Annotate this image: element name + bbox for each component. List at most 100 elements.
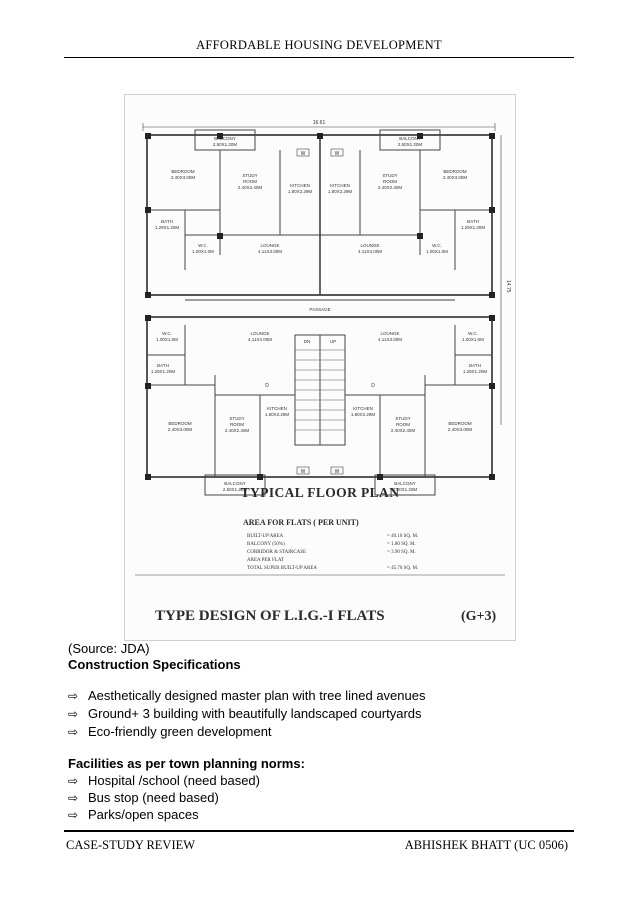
list-item: ⇨ Eco-friendly green development	[68, 724, 272, 739]
room-label: W.C.	[162, 331, 172, 336]
room-dim: 2.40X3.00M	[443, 175, 468, 180]
area-row-label: TOTAL SUPER BUILT-UP AREA	[247, 566, 317, 571]
window-label: W	[335, 469, 340, 475]
area-row-label: CORRIDOR & STAIRCASE	[247, 550, 306, 555]
list-item: ⇨ Parks/open spaces	[68, 807, 199, 822]
area-row-value: = 3.90 SQ. M.	[387, 550, 416, 555]
area-row-value: = 1.80 SQ. M.	[387, 542, 416, 547]
room-dim: 2.40X3.00M	[448, 427, 473, 432]
stair-up-label: UP	[330, 339, 336, 344]
room-dim: 2.50X1.20M	[398, 142, 423, 147]
room-dim: 4.11X3.00M	[358, 249, 382, 254]
room-dim: 1.29X1.20M	[461, 225, 486, 230]
room-dim: 2.40X2.40M	[238, 185, 263, 190]
room-dim: 1.00X1.0M	[192, 249, 214, 254]
room-label: STUDY	[395, 416, 410, 421]
room-dim: 1.00X1.0M	[156, 337, 178, 342]
room-label: BEDROOM	[443, 169, 467, 174]
dimension-side-label: 14.75	[505, 280, 511, 293]
room-dim: 4.11X3.00M	[248, 337, 272, 342]
room-dim: 2.40X2.40M	[391, 428, 416, 433]
arrow-right-icon: ⇨	[68, 790, 79, 805]
room-dim: 2.50X1.20M	[393, 487, 418, 492]
facilities-heading: Facilities as per town planning norms:	[68, 756, 305, 771]
room-label: BALCONY	[224, 481, 246, 486]
arrow-right-icon: ⇨	[68, 773, 79, 788]
room-label: ROOM	[396, 422, 410, 427]
room-label: W.C.	[432, 243, 442, 248]
figure-source: (Source: JDA)	[68, 641, 150, 656]
dimension-top-label: 16.61	[313, 120, 326, 126]
room-dim: 1.29X1.20M	[151, 369, 176, 374]
room-label: LOUNGE	[250, 331, 269, 336]
floor-plan-drawing: 16.61 14.75 BALCONY 2.50X1.20M BALCONY 2…	[135, 120, 511, 624]
room-label: BALCONY	[214, 136, 236, 141]
room-dim: 1.80X2.29M	[328, 189, 353, 194]
room-dim: 2.40X3.00M	[171, 175, 196, 180]
room-dim: 1.80X2.29M	[265, 412, 290, 417]
door-label: D	[371, 383, 375, 389]
list-item-text: Bus stop (need based)	[88, 790, 219, 805]
room-dim: 2.40X3.00M	[168, 427, 193, 432]
room-dim: 2.50X1.20M	[213, 142, 238, 147]
footer-left: CASE-STUDY REVIEW	[66, 838, 196, 852]
room-dim: 4.11X3.00M	[258, 249, 282, 254]
room-label: BALCONY	[394, 481, 416, 486]
room-label: W.C.	[198, 243, 208, 248]
room-label: KITCHEN	[290, 183, 310, 188]
room-dim: 2.50X1.20M	[223, 487, 248, 492]
design-title: TYPE DESIGN OF L.I.G.-I FLATS	[155, 608, 385, 624]
room-label: BATH	[467, 219, 479, 224]
room-dim: 1.29X1.20M	[155, 225, 180, 230]
room-label: ROOM	[230, 422, 244, 427]
stair-dn-label: DN	[304, 339, 311, 344]
room-dim: 1.80X2.29M	[288, 189, 313, 194]
area-row-label: AREA PER FLAT	[247, 558, 284, 563]
room-label: STUDY	[382, 173, 397, 178]
room-label: KITCHEN	[330, 183, 350, 188]
room-label: ROOM	[383, 179, 397, 184]
page-header-title: AFFORDABLE HOUSING DEVELOPMENT	[196, 38, 442, 52]
room-label: ROOM	[243, 179, 257, 184]
construction-heading: Construction Specifications	[68, 657, 241, 672]
room-label: BEDROOM	[448, 421, 472, 426]
room-label: KITCHEN	[267, 406, 287, 411]
arrow-right-icon: ⇨	[68, 807, 79, 822]
room-label: BATH	[157, 363, 169, 368]
plan-title: TYPICAL FLOOR PLAN	[241, 485, 400, 500]
room-label: W.C.	[468, 331, 478, 336]
list-item-text: Hospital /school (need based)	[88, 773, 260, 788]
list-item-text: Eco-friendly green development	[88, 724, 272, 739]
room-label: PASSAGE	[309, 307, 330, 312]
room-label: STUDY	[229, 416, 244, 421]
room-label: BEDROOM	[168, 421, 192, 426]
room-label: LOUNGE	[360, 243, 379, 248]
list-item: ⇨ Bus stop (need based)	[68, 790, 219, 805]
floor-plan-figure: 16.61 14.75 BALCONY 2.50X1.20M BALCONY 2…	[124, 94, 516, 641]
room-dim: 1.80X2.29M	[351, 412, 376, 417]
door-label: D	[265, 383, 269, 389]
list-item-text: Parks/open spaces	[88, 807, 199, 822]
footer-rule	[64, 830, 574, 832]
design-suffix: (G+3)	[461, 609, 497, 624]
area-heading: AREA FOR FLATS ( PER UNIT)	[243, 518, 359, 527]
arrow-right-icon: ⇨	[68, 724, 79, 739]
room-label: BALCONY	[399, 136, 421, 141]
room-dim: 1.00X1.0M	[462, 337, 484, 342]
room-label: STUDY	[242, 173, 257, 178]
list-item: ⇨ Ground+ 3 building with beautifully la…	[68, 706, 422, 721]
header-rule	[64, 57, 574, 58]
window-label: W	[335, 151, 340, 157]
list-item-text: Aesthetically designed master plan with …	[88, 688, 426, 703]
area-row-label: BUILT-UP AREA	[247, 534, 284, 539]
room-label: LOUNGE	[260, 243, 279, 248]
room-dim: 2.40X2.40M	[378, 185, 403, 190]
room-label: BEDROOM	[171, 169, 195, 174]
room-dim: 1.29X1.20M	[463, 369, 488, 374]
area-row-label: BALCONY (50%)	[247, 542, 285, 547]
room-label: KITCHEN	[353, 406, 373, 411]
room-dim: 2.40X2.40M	[225, 428, 250, 433]
room-dim: 1.00X1.0M	[426, 249, 448, 254]
room-label: BATH	[161, 219, 173, 224]
arrow-right-icon: ⇨	[68, 688, 79, 703]
